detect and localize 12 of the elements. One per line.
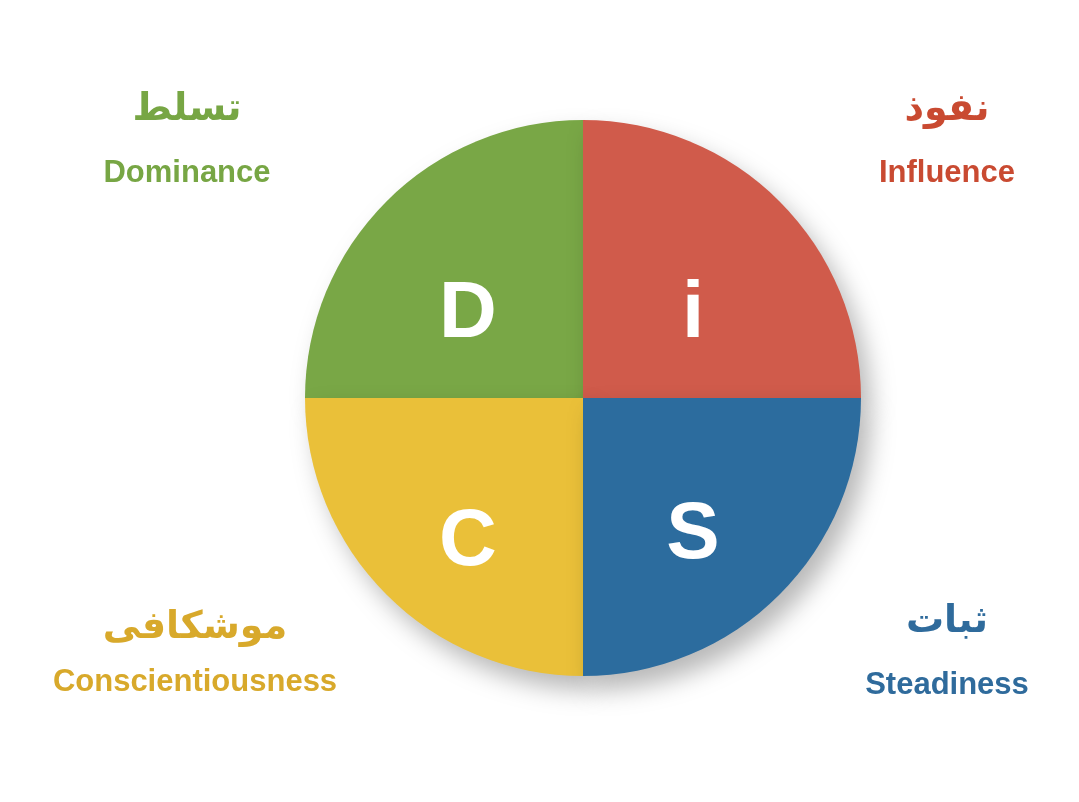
trait-name-english: Steadiness — [865, 666, 1029, 702]
quadrant-letter: S — [666, 491, 720, 571]
quadrant-letter: C — [439, 498, 497, 578]
trait-name-english: Conscientiousness — [52, 663, 338, 699]
quadrant-letter: D — [439, 270, 497, 350]
trait-name-farsi: موشکافی — [102, 604, 288, 648]
trait-name-farsi: نفوذ — [904, 86, 990, 130]
quadrant-letter: i — [681, 270, 705, 350]
trait-name-english: Dominance — [103, 154, 271, 190]
trait-name-farsi: ثبات — [905, 598, 989, 642]
trait-name-farsi: تسلط — [132, 86, 242, 130]
trait-name-english: Influence — [878, 154, 1016, 190]
